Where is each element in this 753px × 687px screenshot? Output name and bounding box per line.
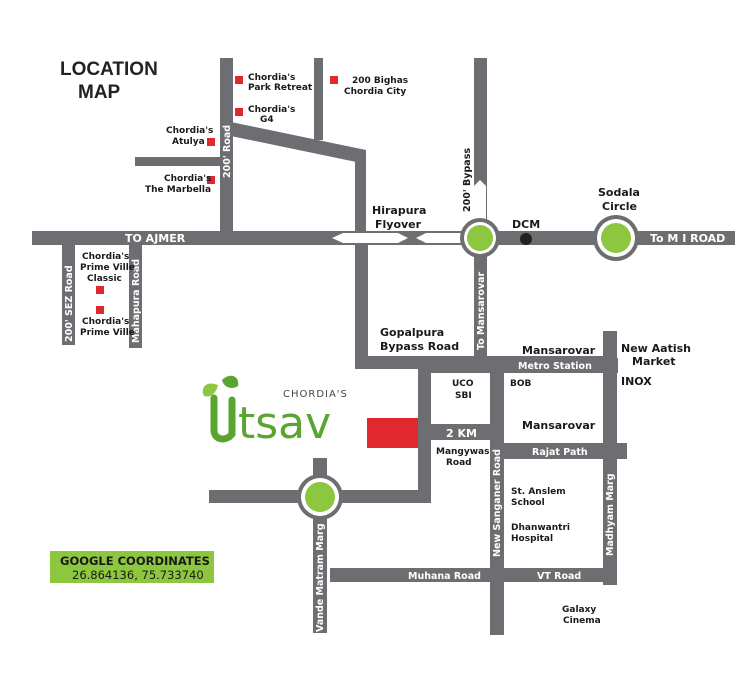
label-pv-classic-3: Classic	[87, 274, 122, 284]
map-title-line1: LOCATION	[60, 59, 158, 80]
road-to-mansarovar	[474, 240, 487, 356]
utsav-brand-big: tsav	[238, 398, 331, 449]
road-200-vertical	[220, 58, 233, 238]
road-muhana	[330, 568, 616, 582]
label-anslem-1: St. Anslem	[511, 487, 566, 497]
road-label-to-mansarovar: To Mansarovar	[476, 271, 487, 350]
label-dhanwantri-2: Hospital	[511, 534, 553, 544]
road-label-to-mi-road: To M I ROAD	[650, 232, 725, 245]
road-network	[32, 58, 735, 635]
label-pv-classic-2: Prime Ville	[80, 263, 135, 273]
coordinates-value: 26.864136, 75.733740	[72, 568, 204, 582]
label-gopalpura-1: Gopalpura	[380, 326, 444, 339]
label-dhanwantri-1: Dhanwantri	[511, 523, 570, 533]
label-inox: INOX	[621, 375, 652, 388]
roundabouts	[297, 215, 639, 520]
roundabout-bypass-green	[467, 225, 493, 251]
road-hirapura-connector	[355, 150, 366, 235]
road-gopalpura-vertical	[355, 240, 368, 365]
road-madhyam-marg	[603, 331, 617, 585]
label-mansarovar-top: Mansarovar	[522, 344, 596, 357]
label-atulya-2: Atulya	[172, 137, 205, 147]
coordinates-bg	[50, 551, 214, 583]
label-galaxy-2: Cinema	[563, 616, 601, 626]
roundabout-sodala-green	[601, 223, 631, 253]
label-uco: UCO	[452, 379, 474, 389]
label-mansarovar-mid: Mansarovar	[522, 419, 596, 432]
road-2km	[418, 424, 498, 440]
label-mangywas-2: Road	[446, 458, 472, 468]
road-rajat-path	[490, 443, 627, 459]
label-marbella-1: Chordia's	[164, 174, 211, 184]
label-g4-2: G4	[260, 115, 274, 125]
road-diagonal-hirapura	[226, 121, 366, 164]
label-new-aatish-1: New Aatish	[621, 342, 691, 355]
label-atulya-1: Chordia's	[166, 126, 213, 136]
road-metro-station	[418, 358, 618, 373]
label-pv-1: Chordia's	[82, 317, 129, 327]
dcm-marker	[520, 233, 532, 245]
label-marbella-2: The Marbella	[145, 185, 211, 195]
flyover-ramp-east	[416, 233, 474, 243]
label-pv-2: Prime Ville	[80, 328, 135, 338]
project-markers	[96, 76, 418, 448]
road-label-muhana: Muhana Road	[408, 571, 481, 582]
label-anslem-2: School	[511, 498, 545, 508]
road-label-madhyam-marg: Madhyam Marg	[605, 473, 616, 556]
label-hirapura-1: Hirapura	[372, 204, 426, 217]
road-label-to-ajmer: TO AJMER	[125, 232, 186, 245]
marker-utsav-project	[367, 418, 418, 448]
label-sodala-1: Sodala	[598, 186, 640, 199]
road-label-2km: 2 KM	[446, 427, 477, 440]
marker-bighas	[330, 76, 338, 84]
marker-park-retreat	[235, 76, 243, 84]
road-label-vande-matram: Vande Matram Marg	[315, 523, 326, 632]
coordinates-title: GOOGLE COORDINATES	[60, 554, 210, 568]
road-label-metro-station: Metro Station	[518, 361, 592, 372]
road-label-new-sanganer: New Sanganer Road	[492, 449, 503, 557]
road-label-200-bypass: 200' Bypass	[462, 148, 473, 212]
label-bighas-2: Chordia City	[344, 87, 406, 97]
marker-g4	[235, 108, 243, 116]
road-label-vt-road: VT Road	[537, 571, 581, 582]
label-galaxy-1: Galaxy	[562, 605, 596, 615]
label-dcm: DCM	[512, 218, 540, 231]
label-bighas-1: 200 Bighas	[352, 76, 408, 86]
coordinates-box: GOOGLE COORDINATES 26.864136, 75.733740	[50, 551, 214, 583]
road-label-sez: 200' SEZ Road	[64, 265, 75, 342]
label-new-aatish-2: Market	[632, 355, 676, 368]
road-chordia-city	[314, 58, 323, 140]
label-park-retreat-2: Park Retreat	[248, 83, 313, 93]
label-g4-1: Chordia's	[248, 105, 295, 115]
marker-atulya	[207, 138, 215, 146]
road-mahapura	[129, 245, 142, 348]
road-sez	[62, 245, 75, 345]
label-mangywas-1: Mangywas	[436, 447, 490, 457]
label-gopalpura-2: Bypass Road	[380, 340, 459, 353]
road-label-rajat-path: Rajat Path	[532, 447, 588, 458]
flyover-ramp-west	[332, 233, 408, 243]
label-sbi: SBI	[455, 391, 472, 401]
label-sodala-2: Circle	[602, 200, 637, 213]
utsav-leaf-icon	[202, 375, 239, 443]
road-marbella-branch	[135, 157, 226, 166]
label-park-retreat-1: Chordia's	[248, 73, 295, 83]
roundabout-south-green	[305, 482, 335, 512]
road-label-mahapura: Mahapura Road	[131, 259, 142, 343]
map-title-line2: MAP	[78, 82, 121, 103]
marker-marbella	[207, 176, 215, 184]
utsav-logo: CHORDIA'S tsav	[202, 375, 348, 449]
road-label-200-road: 200' Road	[222, 125, 233, 178]
marker-pv	[96, 306, 104, 314]
marker-pv-classic	[96, 286, 104, 294]
label-pv-classic-1: Chordia's	[82, 252, 129, 262]
label-hirapura-2: Flyover	[375, 218, 422, 231]
label-bob: BOB	[510, 379, 532, 389]
utsav-brand-small: CHORDIA'S	[283, 389, 348, 400]
